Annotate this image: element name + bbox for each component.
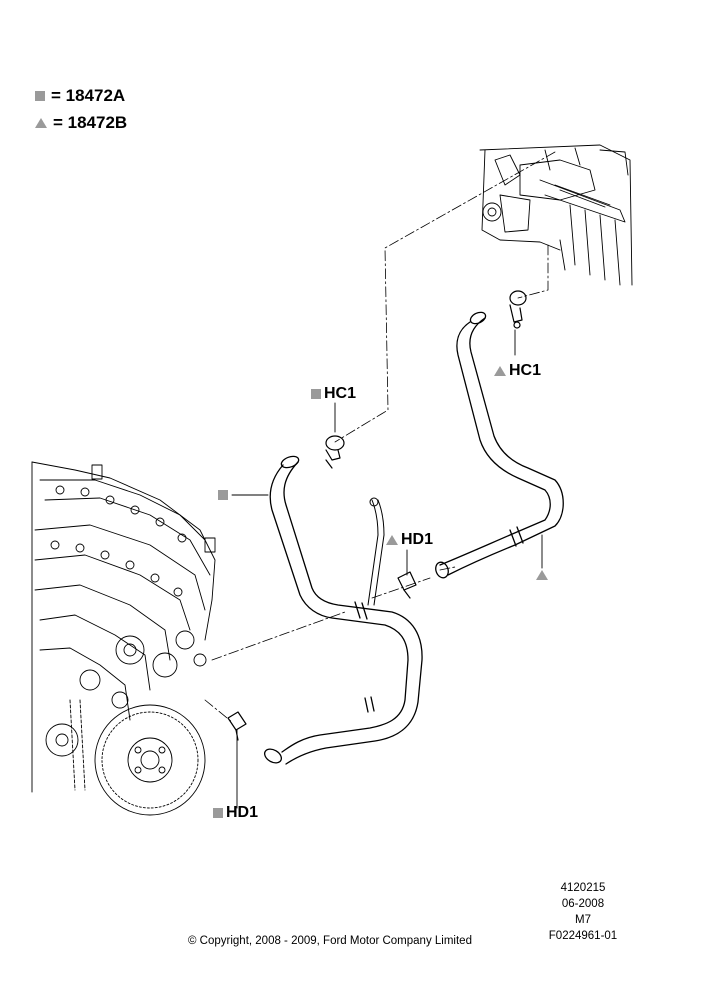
square-icon [213, 808, 223, 818]
callout-label: HD1 [401, 531, 434, 548]
triangle-icon [536, 570, 548, 580]
reference-model: M7 [575, 914, 591, 926]
heater-core-assembly [479, 144, 633, 286]
triangle-icon [386, 535, 398, 545]
callout-label: HC1 [324, 385, 357, 402]
alignment-lines [204, 151, 556, 723]
copyright-text: © Copyright, 2008 - 2009, Ford Motor Com… [188, 935, 472, 947]
reference-block: 4120215 06-2008 M7 F0224961-01 [538, 880, 628, 944]
callout-hd1-upper: HD1 [386, 531, 433, 549]
square-icon [35, 91, 45, 101]
hose-18472b [435, 311, 564, 579]
hose-18472a [263, 455, 423, 765]
thermostat-housing [79, 630, 207, 709]
legend-item-18472b: = 18472B [35, 113, 127, 133]
sensor-wire [367, 497, 385, 606]
clamp-hc1-left [325, 435, 345, 469]
figure-id: F0224961-01 [548, 930, 618, 942]
callout-hc1-right: HC1 [494, 362, 541, 380]
legend-text: = 18472B [53, 113, 128, 132]
engine-block [31, 461, 216, 816]
clamp-hd1-upper [397, 571, 417, 599]
reference-number: 4120215 [560, 882, 606, 894]
callout-hc1-left: HC1 [311, 385, 356, 403]
reference-date: 06-2008 [561, 898, 605, 910]
cylinder-head-bolts [50, 485, 187, 597]
legend-text: = 18472A [51, 86, 126, 105]
clamp-hc1-right [509, 290, 527, 329]
legend-item-18472a: = 18472A [35, 86, 125, 106]
callout-hd1-lower: HD1 [213, 804, 258, 822]
flywheel [94, 704, 206, 816]
leader-lines [231, 329, 543, 809]
square-icon [218, 490, 228, 500]
triangle-icon [494, 366, 506, 376]
callout-label: HD1 [226, 804, 259, 821]
triangle-icon [35, 118, 47, 128]
square-icon [311, 389, 321, 399]
timing-chain [45, 699, 86, 791]
callout-label: HC1 [509, 362, 542, 379]
